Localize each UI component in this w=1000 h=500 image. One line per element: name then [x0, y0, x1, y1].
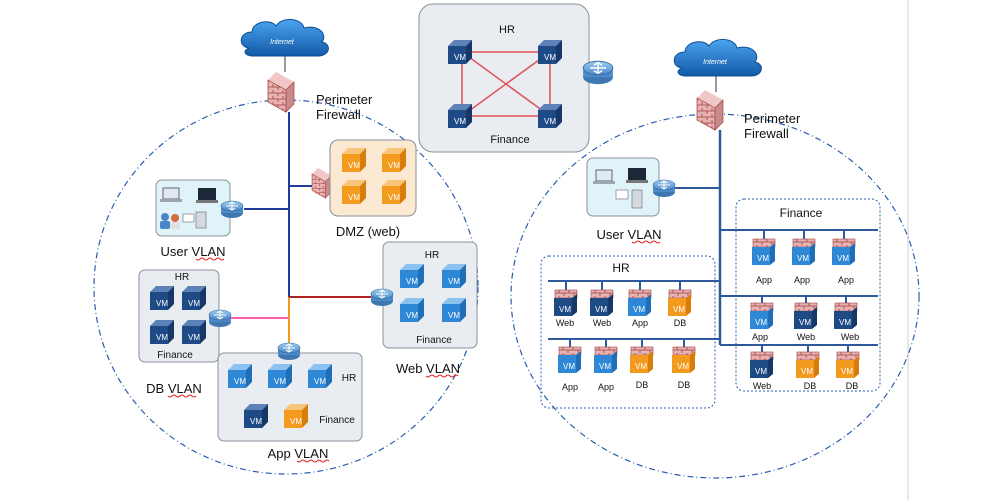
web-vlan-router-icon [370, 288, 394, 307]
right-internet-cloud-icon: Internet [673, 38, 762, 77]
right-finance-row1-label: App [756, 275, 772, 285]
app-vlan-finance-label: Finance [319, 415, 355, 426]
app-vlan-label: App VLAN [268, 446, 329, 461]
right-hr-row2-label: DB [678, 380, 691, 390]
right-hr-row1-label: Web [593, 318, 611, 328]
left-firewall-label-1: Perimeter [316, 92, 373, 107]
right-hr-row1-label: Web [556, 318, 574, 328]
left-internet-cloud-icon: Internet [240, 18, 329, 57]
web-vlan-finance-label: Finance [416, 335, 452, 346]
db-vlan-router-icon [208, 309, 232, 328]
web-vlan-hr-label: HR [425, 250, 439, 261]
right-hr-row2-label: App [598, 382, 614, 392]
right-hr-row2-label: DB [636, 380, 649, 390]
right-finance-bus-lines [720, 229, 878, 352]
left-network: Internet Perimeter Firewall DMZ (web) [93, 18, 479, 475]
right-hr-row1-vm-icons [553, 289, 692, 317]
right-firewall-icon [696, 89, 724, 131]
right-finance-row2-label: Web [797, 332, 815, 342]
top-center-network: HR Finance [418, 3, 614, 153]
left-firewall-icon [267, 71, 295, 113]
app-vlan-hr-label: HR [342, 373, 356, 384]
dmz-firewall-icon [311, 167, 332, 199]
right-hr-group [540, 255, 716, 409]
right-finance-row1-vm-icons [751, 238, 856, 266]
right-firewall-label-2: Firewall [744, 126, 789, 141]
right-user-router-icon [652, 179, 676, 198]
right-firewall-label-1: Perimeter [744, 111, 801, 126]
left-user-devices-icon [160, 187, 218, 229]
right-finance-row3-label: Web [753, 381, 771, 391]
right-hr-row2-label: App [562, 382, 578, 392]
db-vlan-finance-label: Finance [157, 350, 193, 361]
right-finance-row1-label: App [838, 275, 854, 285]
right-network: Internet Perimeter Firewall User VLAN HR [510, 38, 920, 479]
right-user-devices-icon [593, 168, 648, 209]
db-vlan-panel [138, 269, 220, 363]
right-hr-bus-lines [548, 280, 720, 347]
dmz-label: DMZ (web) [336, 224, 400, 239]
right-hr-row1-label: App [632, 318, 648, 328]
app-vlan-router-icon [277, 342, 301, 361]
right-finance-title: Finance [780, 206, 823, 220]
left-internet-label: Internet [270, 39, 295, 46]
left-user-router-icon [220, 200, 244, 219]
right-boundary-ellipse [510, 113, 920, 479]
top-finance-label: Finance [490, 134, 529, 146]
right-hr-row1-label: DB [674, 318, 687, 328]
web-vlan-label: Web VLAN [396, 361, 460, 376]
db-vlan-label: DB VLAN [146, 381, 202, 396]
right-finance-row2-label: App [752, 332, 768, 342]
right-finance-row2-label: Web [841, 332, 859, 342]
right-hr-row2-vm-icons [557, 346, 696, 374]
right-internet-label: Internet [703, 59, 728, 66]
left-firewall-label-2: Firewall [316, 107, 361, 122]
right-finance-row1-label: App [794, 275, 810, 285]
top-router-icon [582, 60, 614, 85]
right-finance-row3-vm-icons [749, 351, 860, 379]
right-user-vlan-panel [586, 157, 660, 217]
top-hr-label: HR [499, 24, 515, 36]
right-hr-title: HR [612, 261, 630, 275]
left-boundary-ellipse [93, 99, 479, 475]
left-user-vlan-label: User VLAN [160, 244, 225, 259]
right-finance-row3-label: DB [846, 381, 859, 391]
db-vlan-hr-label: HR [175, 272, 189, 283]
right-finance-row2-vm-icons [749, 302, 858, 330]
right-user-vlan-label: User VLAN [596, 227, 661, 242]
right-finance-row3-label: DB [804, 381, 817, 391]
